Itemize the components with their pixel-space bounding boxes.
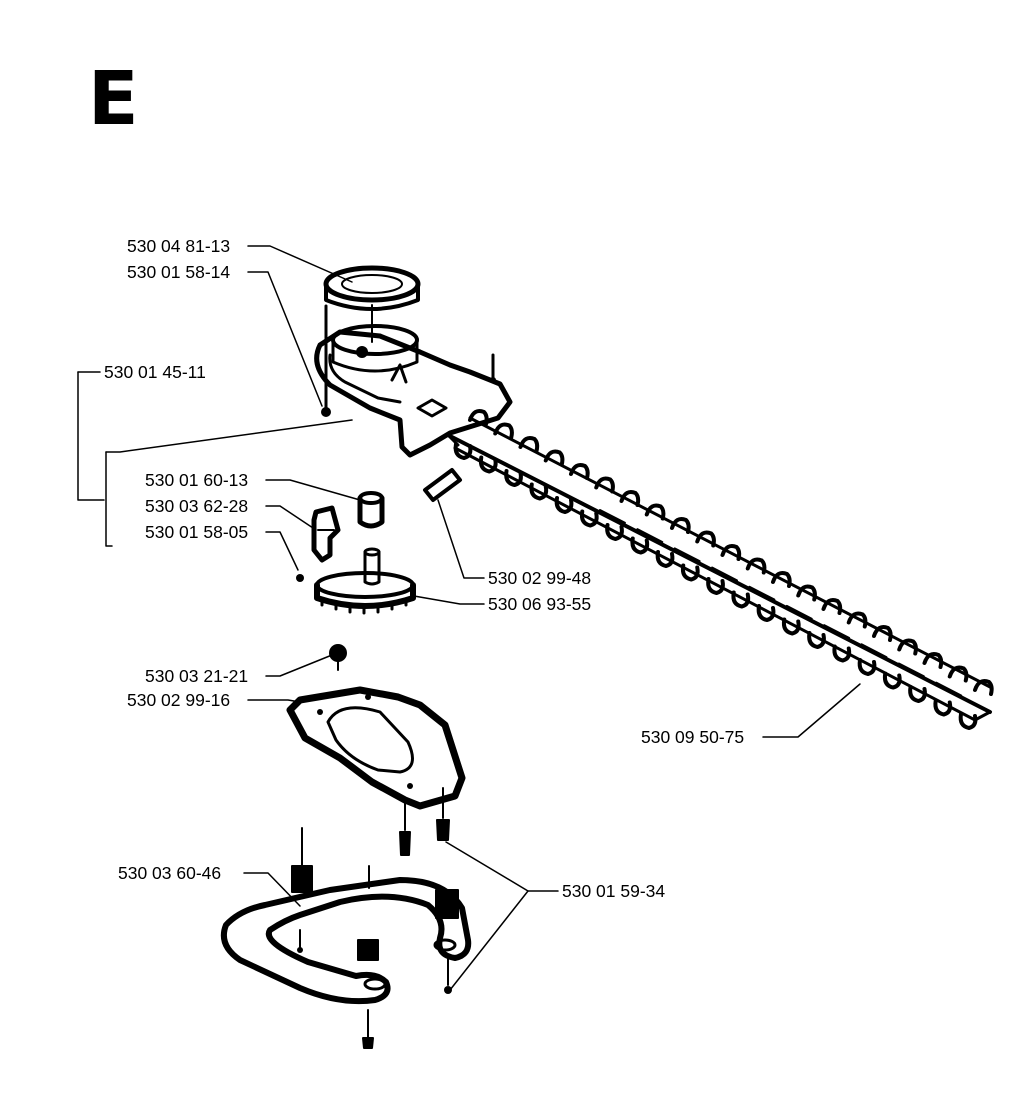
part-label-530-06-93-55: 530 06 93-55 (488, 594, 591, 614)
blade-tooth-bottom (529, 482, 549, 501)
blade-tooth-bottom (478, 455, 498, 474)
gear-housing-icon (314, 304, 513, 458)
cover-plate-icon (286, 686, 466, 856)
blade-tooth-top (543, 449, 565, 467)
blade-tooth-top (947, 665, 969, 683)
blade-tooth-top (493, 422, 514, 440)
blade-tooth-top (695, 530, 716, 548)
part-label-530-01-59-34: 530 01 59-34 (562, 881, 665, 901)
blade-tooth-top (846, 611, 868, 629)
blade-tooth-bottom (832, 644, 852, 663)
blade-tooth-bottom (504, 469, 523, 487)
blade-tooth-bottom (453, 442, 473, 460)
blade-tooth-top (518, 436, 540, 453)
part-label-530-03-62-28: 530 03 62-28 (145, 496, 248, 516)
needle-bearing-icon (357, 491, 385, 529)
section-letter: E (88, 56, 139, 142)
gear-wheel-icon (314, 547, 416, 615)
mounting-bracket-icon (220, 827, 472, 1049)
part-label-530-03-21-21: 530 03 21-21 (145, 666, 248, 686)
blade-tooth-bottom (655, 550, 675, 568)
blade-tooth-bottom (908, 685, 927, 703)
blade-tooth-bottom (958, 712, 978, 730)
part-label-530-03-60-46: 530 03 60-46 (118, 863, 221, 883)
blade-tooth-bottom (857, 658, 877, 676)
blade-tooth-top (872, 625, 893, 642)
blade-tooth-bottom (731, 590, 751, 609)
blade-tooth-top (897, 638, 918, 656)
part-label-530-01-45-11: 530 01 45-11 (104, 362, 206, 382)
blade-tooth-bottom (605, 523, 624, 541)
blade-tooth-top (468, 409, 489, 426)
blade-tooth-top (745, 557, 767, 575)
blade-tooth-bottom (781, 617, 801, 636)
part-labels: 530 04 81-13 530 01 58-14 530 01 45-11 5… (104, 236, 744, 901)
blade-tooth-top (720, 544, 742, 561)
blade-tooth-bottom (882, 671, 902, 690)
part-label-530-02-99-16: 530 02 99-16 (127, 690, 230, 710)
blade-tooth-bottom (579, 509, 599, 528)
blade-tooth-bottom (807, 631, 826, 649)
blade-tooth-top (973, 679, 994, 696)
hedge-trimmer-blade-icon (446, 409, 994, 730)
part-label-530-02-99-48: 530 02 99-48 (488, 568, 591, 588)
blade-tooth-top (594, 476, 615, 494)
blade-tooth-top (670, 517, 691, 534)
blade-tooth-top (569, 463, 590, 480)
blade-tooth-bottom (680, 563, 700, 582)
part-label-530-01-58-14: 530 01 58-14 (127, 262, 230, 282)
blade-tooth-top (796, 584, 817, 602)
blade-tooth-bottom (933, 698, 953, 717)
blade-tooth-top (821, 598, 843, 615)
blade-tooth-top (771, 571, 792, 588)
blade-tooth-bottom (756, 604, 776, 622)
drive-pin-icon (423, 468, 462, 502)
blade-tooth-top (644, 503, 666, 521)
part-label-530-09-50-75: 530 09 50-75 (641, 727, 744, 747)
blade-tooth-bottom (554, 496, 574, 514)
blade-tooth-bottom (706, 577, 725, 595)
part-label-530-01-58-05: 530 01 58-05 (145, 522, 248, 542)
small-screw-icon (296, 574, 304, 582)
blade-tooth-bottom (630, 536, 650, 555)
part-label-530-04-81-13: 530 04 81-13 (127, 236, 230, 256)
blade-tooth-top (619, 490, 641, 507)
blade-tooth-top (922, 652, 944, 669)
rubber-pad-icon (329, 644, 347, 671)
grease-nipple-icon (311, 505, 341, 563)
leader-lines (77, 245, 861, 991)
part-label-530-01-60-13: 530 01 60-13 (145, 470, 248, 490)
